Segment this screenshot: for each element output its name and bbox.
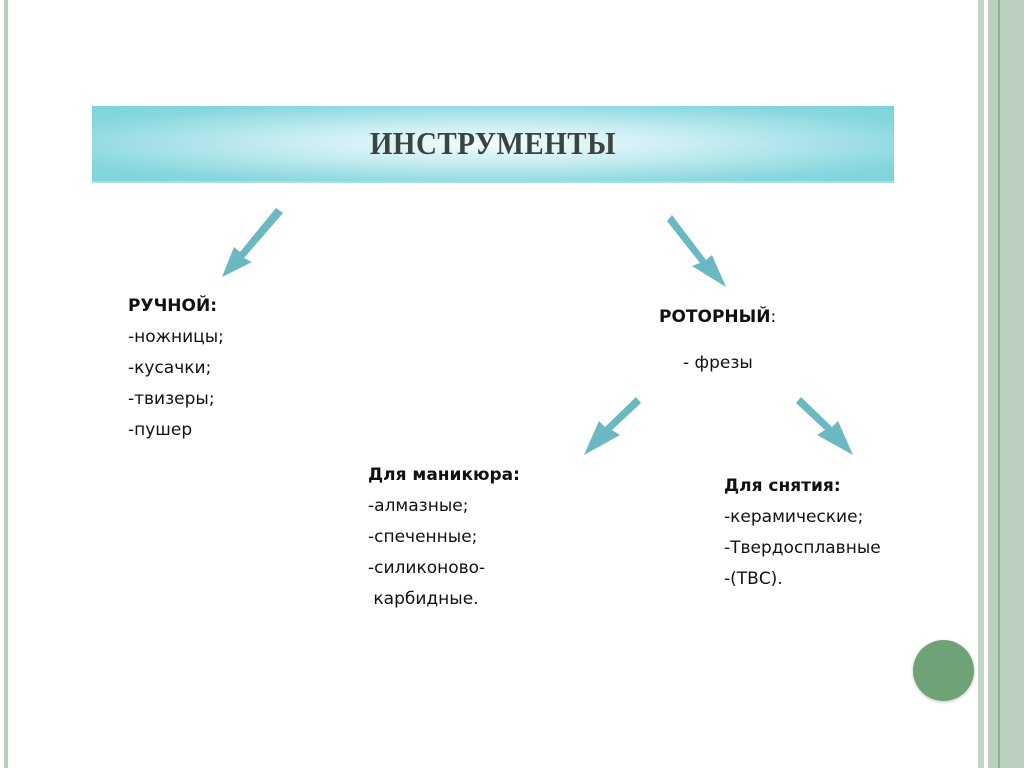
right-border-band — [988, 0, 1024, 768]
list-item: -спеченные; — [368, 527, 478, 547]
removal-block: Для снятия: -керамические; -Твердосплавн… — [724, 471, 881, 595]
rotary-header: РОТОРНЫЙ — [659, 307, 771, 327]
manual-block: РУЧНОЙ: -ножницы; -кусачки; -твизеры; -п… — [128, 291, 224, 446]
list-item: карбидные. — [368, 589, 479, 609]
right-border-line — [978, 0, 984, 768]
manicure-block: Для маникюра: -алмазные; -спеченные; -си… — [368, 460, 520, 615]
manicure-header: Для маникюра: — [368, 465, 520, 485]
title-banner: ИНСТРУМЕНТЫ — [92, 106, 894, 183]
arrow-to-rotary — [667, 215, 726, 287]
arrow-to-manicure — [584, 397, 641, 455]
rotary-colon: : — [770, 307, 777, 327]
list-item: -пушер — [128, 420, 193, 440]
right-border-stripe — [998, 0, 1000, 768]
list-item: - фрезы — [683, 353, 753, 373]
list-item: -керамические; — [724, 507, 864, 527]
manual-header: РУЧНОЙ: — [128, 296, 218, 316]
rotary-block: РОТОРНЫЙ: - фрезы — [659, 302, 776, 379]
removal-header: Для снятия: — [724, 476, 841, 496]
list-item: -силиконово- — [368, 558, 486, 578]
list-item: -алмазные; — [368, 496, 469, 516]
arrow-to-removal — [796, 397, 853, 455]
left-border — [4, 0, 8, 768]
list-item: -твизеры; — [128, 389, 215, 409]
decorative-circle — [913, 640, 974, 701]
list-item: -кусачки; — [128, 358, 212, 378]
list-item: -(ТВС). — [724, 569, 783, 589]
arrow-to-manual — [222, 208, 283, 277]
slide-title: ИНСТРУМЕНТЫ — [369, 126, 617, 162]
list-item: -Твердосплавные — [724, 538, 881, 558]
list-item: -ножницы; — [128, 327, 224, 347]
